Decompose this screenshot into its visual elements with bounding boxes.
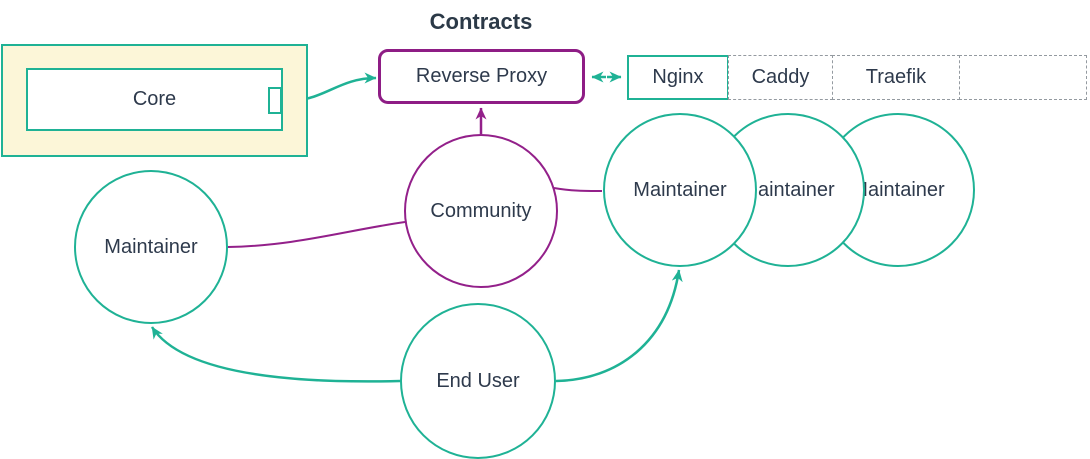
maintainer-left-circle (74, 170, 228, 324)
reverse-proxy-node: Reverse Proxy (378, 49, 585, 104)
maintainer-left-label: Maintainer (104, 236, 198, 258)
traefik-label: Traefik (865, 66, 927, 88)
diagram-title: Contracts (429, 9, 533, 34)
community-label: Community (430, 200, 531, 222)
end-user-label: End User (436, 370, 520, 392)
edge-end-user-to-maintainer-left (150, 326, 401, 383)
edge-end-user-to-maintainer-cluster (555, 269, 683, 383)
core-port (268, 87, 282, 114)
maintainer-cluster: Maintainer Maintainer Maintainer (603, 113, 975, 267)
proxy-option-cell-traefik: Traefik (832, 55, 960, 100)
core-node: Core (26, 68, 283, 131)
community-circle (404, 134, 558, 288)
edge-community-to-maintainer-cluster (553, 187, 603, 192)
proxy-option-cell-caddy: Caddy (728, 55, 833, 100)
maintainer-cluster-label-1: Maintainer (633, 179, 727, 201)
end-user-circle (400, 303, 556, 459)
proxy-option-cell-empty (959, 55, 1087, 100)
reverse-proxy-label: Reverse Proxy (415, 65, 548, 87)
maintainer-cluster-label-2: Maintainer (741, 179, 835, 201)
nginx-label: Nginx (652, 66, 704, 88)
proxy-option-cell-nginx: Nginx (627, 55, 729, 100)
maintainer-cluster-circle-1 (603, 113, 757, 267)
caddy-label: Caddy (751, 66, 810, 88)
maintainer-cluster-label-3: Maintainer (851, 179, 945, 201)
edge-community-to-maintainer-left (227, 221, 406, 248)
core-label: Core (132, 88, 177, 110)
